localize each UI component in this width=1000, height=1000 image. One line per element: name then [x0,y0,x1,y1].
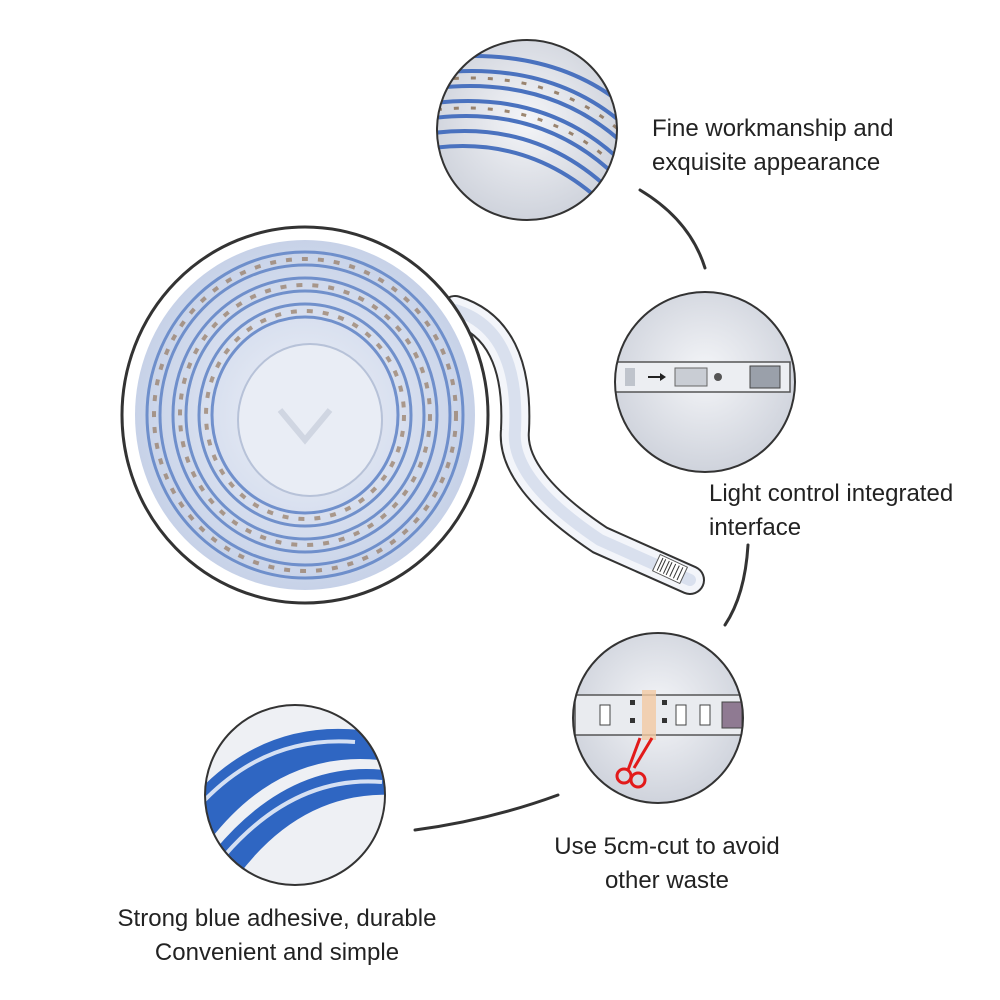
caption-cut: Use 5cm-cut to avoid other waste [554,833,780,894]
arrow-icon [648,373,666,381]
scissors-icon [615,737,654,789]
led-strip-coil [120,225,705,605]
caption-workmanship: Fine workmanship and exquisite appearanc… [652,115,894,176]
interface-detail-image [614,291,796,473]
connector-lines [413,188,750,832]
workmanship-detail-image [436,39,618,221]
adhesive-detail-image [204,704,386,886]
cut-detail-image [572,632,744,804]
caption-interface: Light control integrated interface [709,480,954,541]
caption-adhesive: Strong blue adhesive, durable Convenient… [117,905,437,966]
